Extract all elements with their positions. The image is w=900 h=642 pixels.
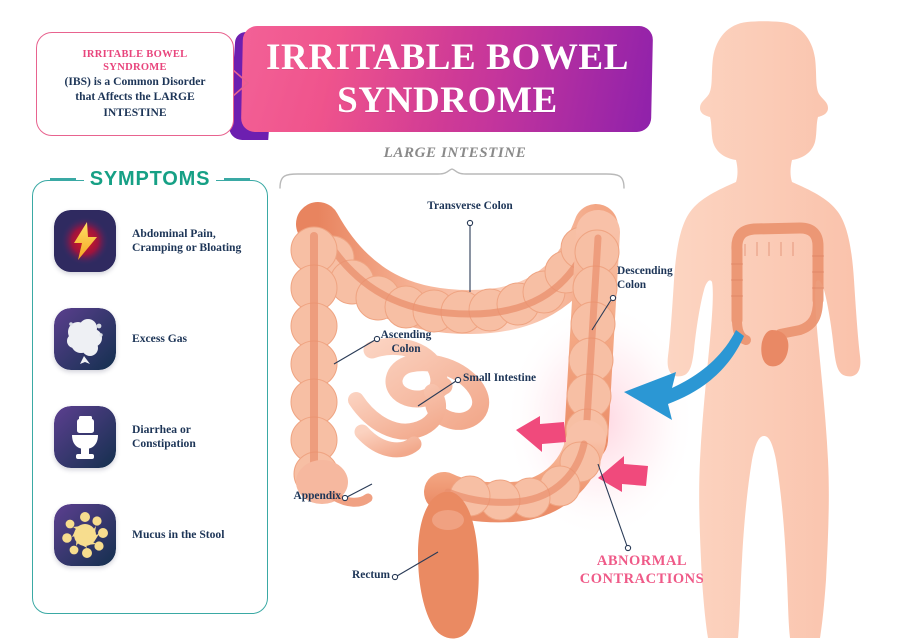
banner-body: IRRITABLE BOWEL SYNDROME [240, 26, 654, 132]
callout-title-line1: IRRITABLE BOWEL [82, 48, 188, 60]
curly-brace [279, 168, 625, 189]
ascending-colon [290, 207, 373, 507]
symptom-label-mucus-stool: Mucus in the Stool [132, 528, 224, 543]
large-intestine-caption: LARGE INTESTINE [383, 145, 527, 161]
blue-pointer-arrow [624, 330, 744, 420]
header-dash-right [224, 178, 251, 180]
label-ascending-colon-line1: Ascending [380, 329, 432, 341]
label-descending-colon-line1: Descending [617, 265, 673, 277]
abnormal-line1: ABNORMAL [596, 553, 688, 569]
callout-text-line3: INTESTINE [103, 105, 167, 119]
symptom-2-line1: Excess Gas [132, 331, 188, 345]
toilet-icon [54, 406, 116, 468]
large-intestine-diagram [290, 202, 648, 639]
human-body-silhouette [667, 21, 861, 638]
banner-title-line2: SYNDROME [336, 80, 558, 121]
header-dash-left [49, 178, 76, 180]
label-rectum: Rectum [352, 569, 390, 581]
small-intestine [348, 338, 490, 458]
symptom-label-excess-gas: Excess Gas [132, 332, 187, 347]
label-appendix: Appendix [293, 490, 341, 502]
abnormal-line2: CONTRACTIONS [579, 571, 705, 587]
transverse-colon [296, 202, 618, 335]
symptom-row-mucus-stool[interactable]: Mucus in the Stool [32, 486, 268, 584]
lightning-bolt-icon [54, 210, 116, 272]
symptom-row-abdominal-pain[interactable]: Abdominal Pain, Cramping or Bloating [32, 192, 268, 290]
symptom-label-abdominal-pain: Abdominal Pain, Cramping or Bloating [132, 227, 241, 256]
gas-cloud-icon [54, 308, 116, 370]
symptoms-header: SYMPTOMS [32, 166, 268, 192]
symptom-1-line2: Cramping or Bloating [132, 241, 242, 254]
symptom-3-line2: Constipation [132, 437, 196, 450]
symptom-1-line1: Abdominal Pain, [132, 226, 216, 240]
label-small-intestine: Small Intestine [463, 372, 537, 384]
callout-text-line2: that Affects the LARGE [75, 90, 195, 104]
title-banner: IRRITABLE BOWEL SYNDROME [228, 26, 654, 140]
banner-title: IRRITABLE BOWEL SYNDROME [266, 36, 629, 122]
symptom-3-line1: Diarrhea or [132, 422, 191, 436]
symptom-label-diarrhea-constipation: Diarrhea or Constipation [132, 423, 196, 452]
ibs-definition-callout: IRRITABLE BOWEL SYNDROME (IBS) is a Comm… [36, 32, 234, 136]
symptom-row-diarrhea-constipation[interactable]: Diarrhea or Constipation [32, 388, 268, 486]
label-descending-colon: Descending Colon [617, 265, 707, 292]
label-transverse-colon: Transverse Colon [427, 200, 513, 212]
contraction-arrows [516, 416, 648, 492]
banner-title-line1: IRRITABLE BOWEL [265, 37, 629, 78]
symptom-4-line1: Mucus in the Stool [132, 527, 225, 541]
mucus-blob-icon [54, 504, 116, 566]
callout-tail [233, 70, 249, 96]
label-ascending-colon-line2: Colon [391, 342, 421, 355]
label-ascending-colon: Ascending Colon [364, 329, 448, 356]
label-abnormal-contractions: ABNORMAL CONTRACTIONS [552, 552, 732, 588]
symptoms-list: Abdominal Pain, Cramping or Bloating [32, 192, 268, 584]
callout-text-line1: (IBS) is a Common Disorder [64, 74, 206, 88]
symptoms-title: SYMPTOMS [83, 167, 217, 191]
symptom-row-excess-gas[interactable]: Excess Gas [32, 290, 268, 388]
rectum [418, 492, 479, 639]
callout-title-line2: SYNDROME [103, 61, 167, 73]
label-leader-lines [333, 219, 632, 581]
appendix-shape [329, 491, 373, 507]
label-descending-colon-line2: Colon [617, 278, 647, 291]
